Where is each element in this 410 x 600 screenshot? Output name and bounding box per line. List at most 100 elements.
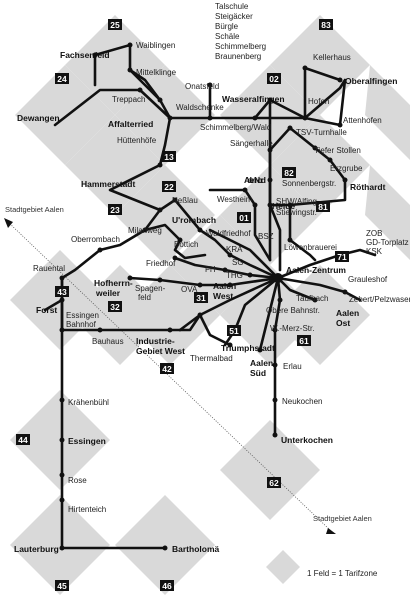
zone-badge: 25 (108, 19, 122, 30)
place-label: weiler (95, 288, 121, 298)
zone-badge: 42 (160, 363, 174, 374)
place-label: Neßlau (172, 196, 198, 205)
zone-badge: 71 (335, 251, 349, 262)
place-label: TSV-Turnhalle (296, 128, 347, 137)
place-label: BSZ (258, 232, 274, 241)
place-label: Industrie- (136, 336, 175, 346)
svg-text:81: 81 (318, 202, 328, 212)
place-label: SG (232, 258, 244, 267)
place-label: Fachsenfeld (60, 50, 110, 60)
svg-text:44: 44 (18, 435, 28, 445)
svg-text:02: 02 (269, 74, 279, 84)
place-label: Treppach (112, 95, 146, 104)
place-label: Essingen (68, 436, 106, 446)
place-label: SHW/Alfing (276, 197, 317, 206)
place-label: Kellerhaus (313, 53, 351, 62)
place-label: U'rombach (172, 215, 216, 225)
place-label: Obere Bahnstr. (266, 306, 320, 315)
zone-badge: 01 (237, 212, 251, 223)
place-label: Schimmelberg/Wald (200, 123, 271, 132)
zone-badge: 22 (162, 181, 176, 192)
place-label: Braunenberg (215, 52, 261, 61)
place-label: Hofherrn- (94, 278, 133, 288)
tariff-zone-fields (10, 15, 410, 595)
zone-badge: 83 (319, 19, 333, 30)
place-label: Gebiet West (136, 346, 185, 356)
place-label: Onatsfeld (185, 82, 219, 91)
place-label: Heide (272, 201, 295, 211)
legend-text: 1 Feld = 1 Tarifzone (307, 569, 378, 578)
svg-text:25: 25 (110, 20, 120, 30)
place-label: Rauental (33, 264, 65, 273)
place-label: Waldfriedhof (206, 229, 251, 238)
place-label: Mittelklinge (136, 68, 177, 77)
place-label: OVA (181, 285, 198, 294)
zone-badge: 44 (16, 434, 30, 445)
svg-text:01: 01 (239, 213, 249, 223)
place-label: Spagen- (135, 284, 166, 293)
zone-badge: 32 (108, 301, 122, 312)
svg-text:71: 71 (337, 252, 347, 262)
place-label: Erlau (283, 362, 302, 371)
place-label: Löwenbrauerei (284, 243, 337, 252)
place-label: Hirtenteich (68, 505, 106, 514)
svg-text:24: 24 (57, 74, 67, 84)
place-label: Westheim (217, 195, 253, 204)
zone-badge: 61 (297, 335, 311, 346)
place-label: Milanweg (128, 226, 162, 235)
zone-badges: 25 83 24 02 13 22 82 23 81 71 01 43 31 3… (16, 19, 349, 591)
place-label: Zebert/Pelzwasen (349, 295, 410, 304)
place-label: Affalterried (108, 119, 153, 129)
place-label: Talschule (215, 2, 249, 11)
place-label: Dewangen (17, 113, 60, 123)
legend: 1 Feld = 1 Tarifzone (307, 569, 378, 578)
zone-badge: 43 (55, 286, 69, 297)
place-label: Attenhofen (343, 116, 382, 125)
place-label: Hofen (308, 97, 329, 106)
area-label: Stadtgebiet Aalen (313, 514, 372, 523)
place-label: Grauleshof (348, 275, 388, 284)
svg-text:62: 62 (269, 478, 279, 488)
place-label: feld (138, 293, 151, 302)
svg-text:61: 61 (299, 336, 309, 346)
place-label: Aalen Nord (244, 175, 266, 185)
place-label: Tiefer Stollen (314, 146, 361, 155)
place-label: Röthardt (350, 182, 386, 192)
place-label: Bürgle (215, 22, 239, 31)
place-label: Erzgrube (330, 164, 363, 173)
svg-text:51: 51 (229, 326, 239, 336)
place-label: Bottich (174, 240, 198, 249)
place-label: Krähenbühl (68, 398, 109, 407)
place-label: Aalen (250, 358, 273, 368)
place-label: Schimmelberg (215, 42, 266, 51)
place-label: Rose (68, 476, 87, 485)
zone-badge: 81 (316, 201, 330, 212)
place-label: Triumphstadt (221, 343, 275, 353)
place-label: Bauhaus (92, 337, 124, 346)
place-label: Hammerstadt (81, 179, 135, 189)
zone-badge: 46 (160, 580, 174, 591)
place-label: Sonnenbergstr. (282, 179, 336, 188)
svg-text:83: 83 (321, 20, 331, 30)
zone-badge: 13 (162, 151, 176, 162)
place-label: Aalen (213, 281, 236, 291)
place-label: Wasseralfingen (222, 94, 285, 104)
place-label: Oberrombach (71, 235, 120, 244)
place-label: Sängerhalle (230, 139, 273, 148)
place-label: KSK (366, 247, 383, 256)
area-label: Stadtgebiet Aalen (5, 205, 64, 214)
svg-text:42: 42 (162, 364, 172, 374)
place-label: Thermalbad (190, 354, 233, 363)
svg-text:31: 31 (196, 293, 206, 303)
zone-badge: 31 (194, 292, 208, 303)
place-label: Schäle (215, 32, 240, 41)
place-label: Ost (336, 318, 350, 328)
place-label: GD-Torplatz (366, 238, 409, 247)
place-label: KRA (226, 245, 243, 254)
place-label: Steigäcker (215, 12, 253, 21)
svg-text:13: 13 (164, 152, 174, 162)
city-boundary-line (4, 218, 336, 534)
svg-text:46: 46 (162, 581, 172, 591)
place-label: W.-Merz-Str. (270, 324, 314, 333)
